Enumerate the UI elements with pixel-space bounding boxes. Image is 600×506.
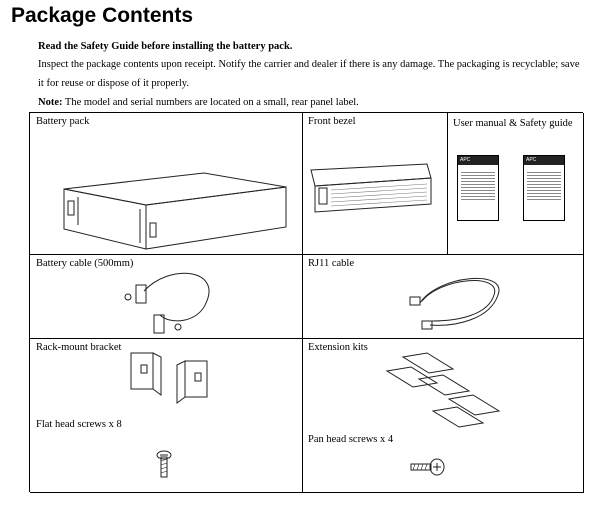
rj11-cable-label: RJ11 cable: [308, 258, 354, 269]
battery-pack-illustration: [63, 172, 287, 250]
extension-kits-illustration: [385, 352, 501, 428]
flat-screws-label: Flat head screws x 8: [36, 419, 122, 430]
pan-head-screw-icon: [410, 458, 445, 476]
guide-logo: APC: [524, 156, 564, 165]
front-bezel-label: Front bezel: [308, 116, 356, 127]
rj11-cable-illustration: [409, 277, 500, 330]
cell-battery-cable: Battery cable (500mm): [30, 255, 303, 339]
note-label: Note:: [38, 97, 63, 108]
rack-bracket-label: Rack-mount bracket: [36, 342, 122, 353]
user-manual-booklet: APC: [457, 155, 499, 221]
contents-table: Battery pack Front bezel User manual & S…: [29, 112, 584, 493]
battery-cable-illustration: [124, 272, 210, 334]
rack-bracket-illustration: [130, 352, 208, 404]
instructions-line-2: it for reuse or dispose of it properly.: [38, 78, 189, 89]
instructions-line-1: Inspect the package contents upon receip…: [38, 59, 580, 70]
note: Note: The model and serial numbers are l…: [38, 96, 359, 109]
cell-user-manual: User manual & Safety guide APC APC: [448, 113, 584, 255]
front-bezel-illustration: [310, 163, 432, 213]
cell-extension-screws: Extension kits Pan head screws x 4: [303, 339, 584, 493]
flat-head-screw-icon: [156, 450, 172, 478]
page-title: Package Contents: [11, 4, 194, 27]
cell-battery-pack: Battery pack: [30, 113, 303, 255]
pan-screws-label: Pan head screws x 4: [308, 434, 394, 445]
battery-cable-label: Battery cable (500mm): [36, 258, 134, 269]
manual-logo: APC: [458, 156, 498, 165]
safety-warning: Read the Safety Guide before installing …: [38, 41, 293, 52]
extension-kits-label: Extension kits: [308, 342, 368, 353]
note-text: The model and serial numbers are located…: [62, 97, 359, 108]
user-manual-label: User manual & Safety guide: [453, 118, 573, 129]
safety-guide-booklet: APC: [523, 155, 565, 221]
cell-brackets-screws: Rack-mount bracket Flat head screws x 8: [30, 339, 303, 493]
battery-pack-label: Battery pack: [36, 116, 90, 127]
cell-rj11-cable: RJ11 cable: [303, 255, 584, 339]
cell-front-bezel: Front bezel: [303, 113, 448, 255]
